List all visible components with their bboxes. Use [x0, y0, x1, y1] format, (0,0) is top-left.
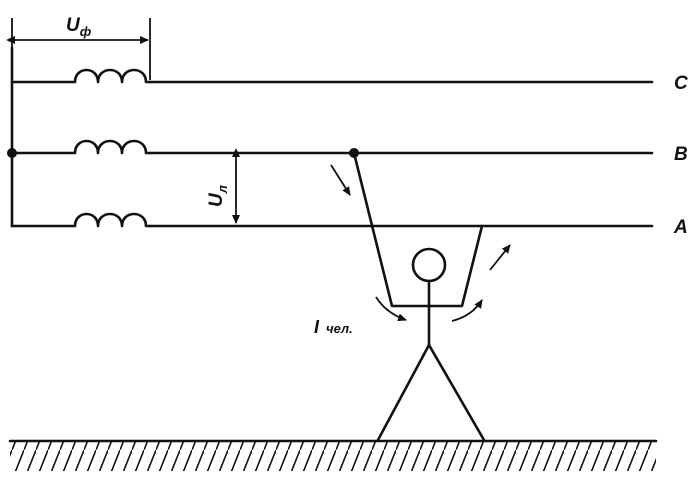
current-path [352, 151, 484, 308]
current-arrow-4 [489, 244, 511, 271]
current-arrow-1 [330, 164, 351, 196]
ground [8, 439, 658, 471]
current-arrow-2 [375, 296, 407, 322]
source-windings [7, 46, 152, 228]
person-leg-left [376, 343, 431, 442]
phase-voltage-dimension: Uф [6, 15, 151, 80]
winding-c [10, 68, 152, 84]
label-a: A [673, 217, 688, 238]
current-arrow-3 [451, 299, 483, 322]
person-figure [376, 247, 486, 442]
phase-voltage-label: Uф [66, 15, 92, 39]
line-voltage-label: Uл [206, 185, 230, 207]
person-head [411, 247, 447, 283]
winding-b [10, 139, 152, 155]
line-voltage-dimension: Uл [206, 148, 240, 224]
label-c: C [674, 73, 688, 94]
label-b: B [674, 144, 688, 165]
person-leg-right [427, 343, 486, 442]
winding-a [10, 212, 152, 228]
